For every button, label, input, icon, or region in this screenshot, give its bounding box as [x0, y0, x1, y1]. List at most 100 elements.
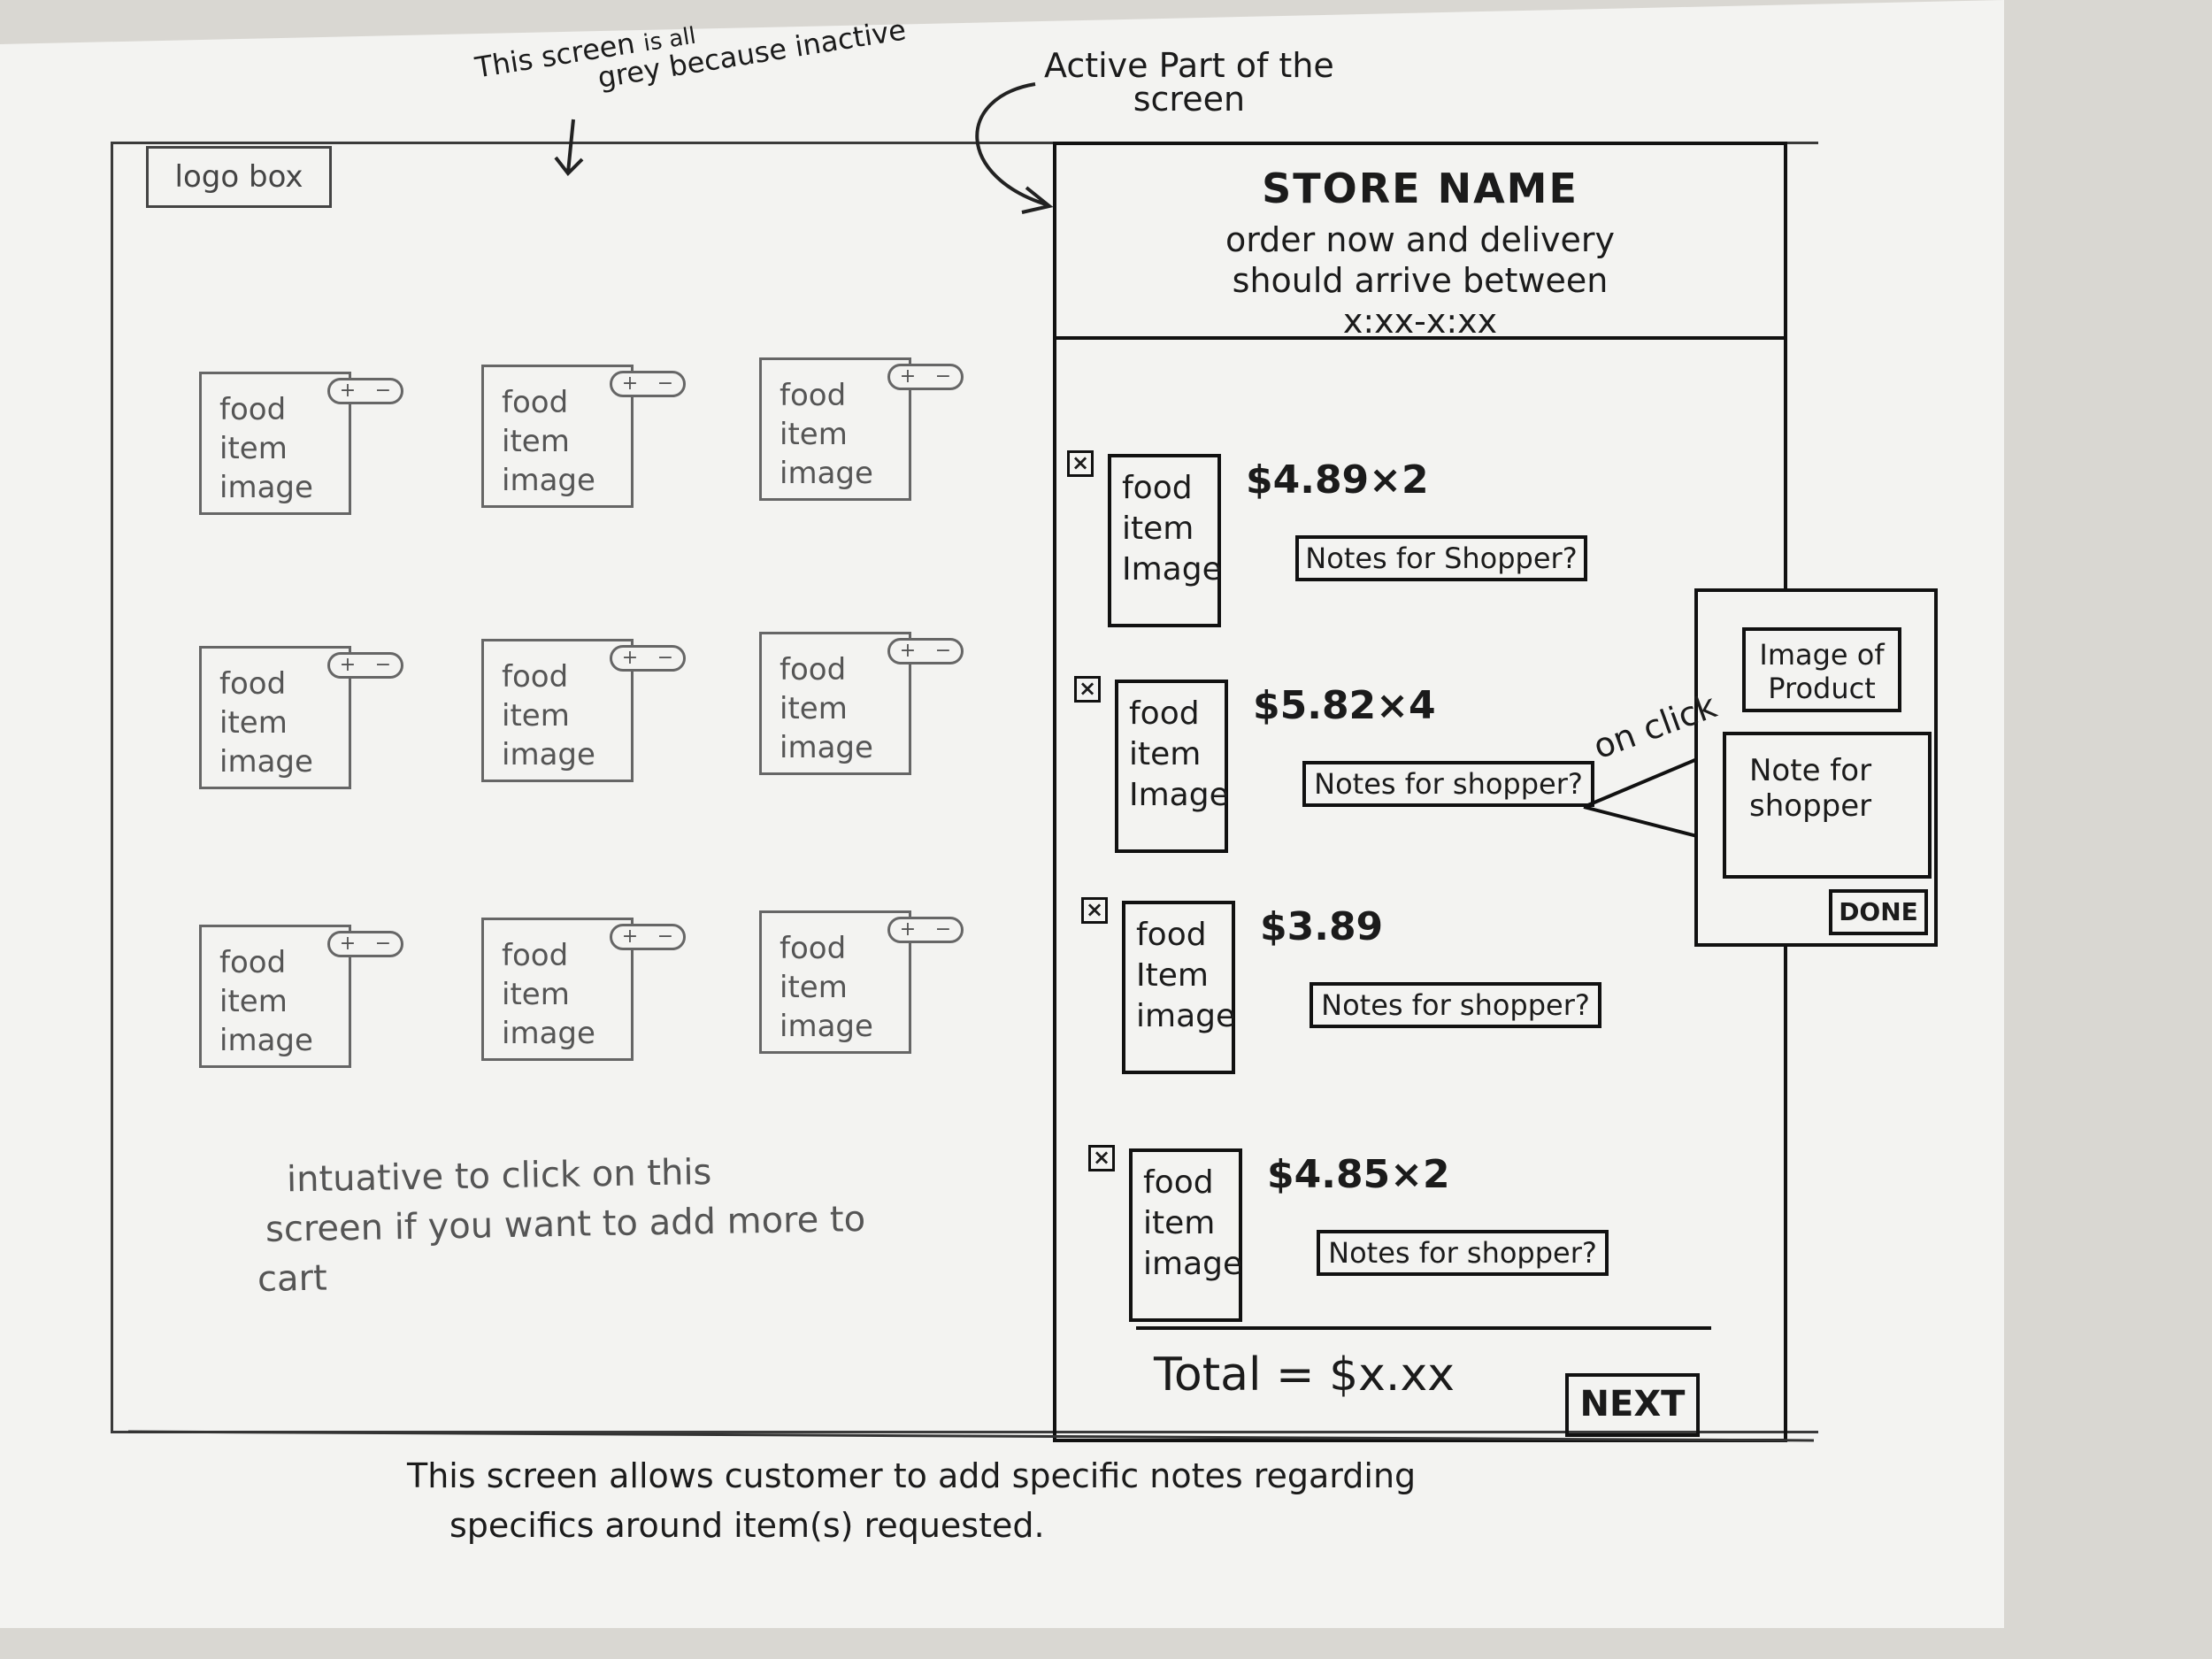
notes-for-shopper-button[interactable]: Notes for Shopper?: [1295, 535, 1587, 581]
product-image-label: image: [780, 456, 873, 491]
remove-item-button[interactable]: ×: [1081, 897, 1108, 924]
product-image-label: food: [780, 931, 847, 966]
minus-icon[interactable]: −: [374, 380, 392, 402]
quantity-stepper[interactable]: +−: [610, 924, 686, 950]
product-image-label: image: [219, 744, 313, 780]
product-image-label: item: [219, 431, 288, 466]
quantity-stepper[interactable]: +−: [610, 645, 686, 672]
cart-item-price: $3.89: [1260, 904, 1384, 949]
product-image: Image of Product: [1742, 627, 1901, 712]
quantity-stepper[interactable]: +−: [887, 917, 964, 943]
product-image-label: image: [502, 463, 595, 498]
plus-icon[interactable]: +: [621, 926, 639, 948]
total-divider: [1136, 1326, 1711, 1330]
cart-item-image-label: Image: [1122, 551, 1222, 588]
minus-icon[interactable]: −: [657, 373, 674, 395]
quantity-stepper[interactable]: +−: [887, 364, 964, 390]
product-card[interactable]: food item image +−: [199, 372, 403, 515]
logo-label: logo box: [174, 159, 303, 195]
product-card[interactable]: food item image +−: [481, 365, 686, 508]
cart-item-price: $4.89×2: [1246, 457, 1429, 503]
remove-item-button[interactable]: ×: [1067, 450, 1094, 477]
logo-box[interactable]: logo box: [146, 146, 332, 208]
minus-icon[interactable]: −: [657, 926, 674, 948]
notes-for-shopper-button[interactable]: Notes for shopper?: [1317, 1230, 1609, 1276]
cart-total: Total = $x.xx: [1154, 1348, 1455, 1402]
product-image-label: item: [780, 970, 848, 1005]
product-image-label: food: [219, 666, 287, 702]
cart-header: STORE NAME order now and delivery should…: [1056, 145, 1784, 341]
product-image-label: food: [780, 378, 847, 413]
minus-icon[interactable]: −: [934, 918, 952, 941]
minus-icon[interactable]: −: [657, 647, 674, 669]
cart-item-image-label: Image: [1129, 777, 1229, 813]
cart-item-image-label: food: [1122, 470, 1193, 506]
shopper-note-field[interactable]: Note for shopper: [1723, 732, 1932, 879]
product-image-label: food: [502, 659, 569, 695]
product-image-label: item: [780, 417, 848, 452]
active-screen-annotation: Active Part of the screen: [1044, 46, 1334, 119]
product-image-label: image: [502, 1016, 595, 1051]
cart-panel: STORE NAME order now and delivery should…: [1053, 142, 1787, 1442]
plus-icon[interactable]: +: [899, 640, 917, 662]
minus-icon[interactable]: −: [374, 933, 392, 955]
cart-item-image-label: food: [1143, 1164, 1214, 1201]
intuitive-annotation: intuative to click on this screen if you…: [257, 1152, 866, 1300]
product-image-label: food: [502, 385, 569, 420]
product-card[interactable]: food item image +−: [759, 357, 964, 501]
product-image-label: image: [502, 737, 595, 772]
cart-item-image-label: image: [1136, 998, 1236, 1034]
notes-for-shopper-button[interactable]: Notes for shopper?: [1310, 982, 1601, 1028]
product-image-label: item: [780, 691, 848, 726]
minus-icon[interactable]: −: [934, 365, 952, 388]
cart-item-image-label: food: [1129, 695, 1200, 732]
notes-for-shopper-button[interactable]: Notes for shopper?: [1302, 761, 1594, 807]
quantity-stepper[interactable]: +−: [327, 652, 403, 679]
product-image-label: item: [502, 424, 570, 459]
product-image-label: food: [502, 938, 569, 973]
cart-item-image-label: item: [1122, 511, 1194, 547]
shopper-note-popover: Image of Product Note for shopper DONE: [1694, 588, 1938, 947]
delivery-window-text: order now and delivery should arrive bet…: [1225, 220, 1616, 341]
next-button[interactable]: NEXT: [1565, 1373, 1700, 1437]
cart-item-image-label: item: [1129, 736, 1202, 772]
plus-icon[interactable]: +: [899, 365, 917, 388]
quantity-stepper[interactable]: +−: [327, 378, 403, 404]
product-image-label: food: [219, 945, 287, 980]
screen-description-annotation: This screen allows customer to add speci…: [407, 1456, 1417, 1545]
product-image-label: image: [219, 1023, 313, 1058]
quantity-stepper[interactable]: +−: [887, 638, 964, 664]
product-image-label: food: [219, 392, 287, 427]
product-image-label: food: [780, 652, 847, 687]
remove-item-button[interactable]: ×: [1074, 676, 1101, 703]
plus-icon[interactable]: +: [339, 933, 357, 955]
cart-item-image-label: item: [1143, 1205, 1216, 1241]
remove-item-button[interactable]: ×: [1088, 1145, 1115, 1171]
product-image-label: item: [502, 698, 570, 733]
minus-icon[interactable]: −: [374, 654, 392, 676]
done-button[interactable]: DONE: [1829, 889, 1928, 935]
product-image-label: image: [219, 470, 313, 505]
plus-icon[interactable]: +: [899, 918, 917, 941]
plus-icon[interactable]: +: [339, 654, 357, 676]
quantity-stepper[interactable]: +−: [327, 931, 403, 957]
plus-icon[interactable]: +: [621, 373, 639, 395]
plus-icon[interactable]: +: [621, 647, 639, 669]
store-name: STORE NAME: [1262, 165, 1578, 212]
minus-icon[interactable]: −: [934, 640, 952, 662]
cart-item-image-label: food: [1136, 917, 1207, 953]
plus-icon[interactable]: +: [339, 380, 357, 402]
quantity-stepper[interactable]: +−: [610, 371, 686, 397]
